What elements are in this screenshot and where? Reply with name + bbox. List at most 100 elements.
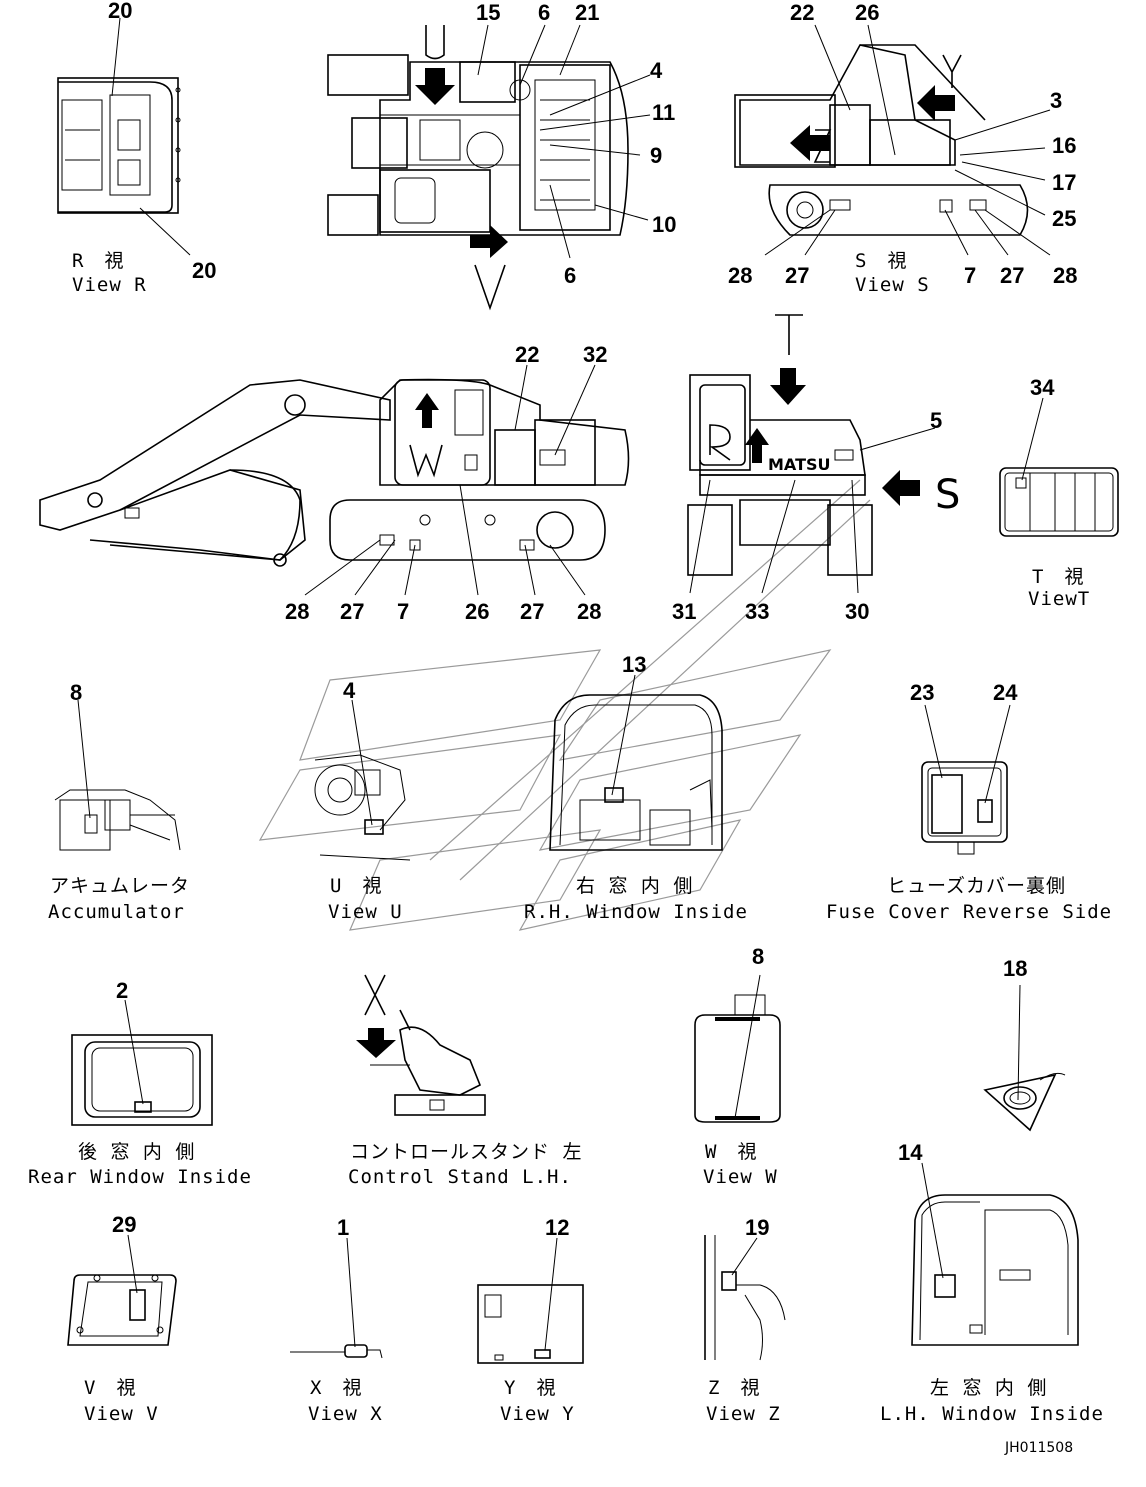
view-s-drawing: 22 26 3 16 17 25 28 27 7 27 28 S 視 View … <box>728 0 1077 296</box>
rear-view-drawing: MATSU S 5 31 33 30 <box>672 314 960 624</box>
callout-2: 2 <box>116 978 128 1003</box>
callout-28-side-right: 28 <box>577 599 601 624</box>
rh-window-drawing: 13 右 窓 内 側 R.H. Window Inside <box>524 652 748 923</box>
view-r-caption-en: View R <box>72 274 147 296</box>
view-r-drawing: 20 20 R 視 View R <box>57 0 216 296</box>
view-w-drawing: 8 W 視 View W <box>694 944 781 1188</box>
callout-14: 14 <box>898 1140 923 1165</box>
rear-window-caption-jp: 後 窓 内 側 <box>78 1141 195 1163</box>
callout-22-top: 22 <box>790 0 814 25</box>
rear-window-drawing: 2 後 窓 内 側 Rear Window Inside <box>28 978 252 1188</box>
control-stand-drawing: コントロールスタンド 左 Control Stand L.H. <box>348 974 582 1188</box>
view-u-caption-en: View U <box>328 901 403 923</box>
callout-28-side-left: 28 <box>285 599 309 624</box>
callout-15: 15 <box>476 0 500 25</box>
callout-7-side: 7 <box>397 599 409 624</box>
callout-8-accumulator: 8 <box>70 680 82 705</box>
top-view-drawing: 15 6 21 4 11 9 10 6 <box>327 0 676 311</box>
view-z-caption-jp: Z 視 <box>708 1377 760 1399</box>
callout-27-s-left: 27 <box>785 263 809 288</box>
lh-window-drawing: 14 左 窓 内 側 L.H. Window Inside <box>880 1140 1104 1425</box>
view-u-caption-jp: U 視 <box>330 875 382 897</box>
callout-11: 11 <box>652 100 675 125</box>
callout-34: 34 <box>1030 375 1055 400</box>
fuse-cover-drawing: 23 24 ヒューズカバー裏側 Fuse Cover Reverse Side <box>826 680 1111 923</box>
callout-26-side: 26 <box>465 599 489 624</box>
callout-20-bottom: 20 <box>192 258 216 283</box>
callout-16: 16 <box>1052 133 1076 158</box>
callout-20-top: 20 <box>108 0 132 23</box>
control-stand-caption-en: Control Stand L.H. <box>348 1166 572 1188</box>
callout-26-top: 26 <box>855 0 879 25</box>
item-18-drawing: 18 <box>983 956 1066 1132</box>
callout-22-side: 22 <box>515 342 539 367</box>
view-t-drawing: 34 T 視 ViewT <box>999 375 1119 610</box>
control-stand-caption-jp: コントロールスタンド 左 <box>350 1141 582 1163</box>
accumulator-caption-en: Accumulator <box>48 901 185 923</box>
callout-25: 25 <box>1052 206 1076 231</box>
callout-8-view-w: 8 <box>752 944 764 969</box>
callout-4-view-u: 4 <box>343 678 356 703</box>
callout-21: 21 <box>575 0 599 25</box>
drawing-id: JH011508 <box>1004 1440 1073 1456</box>
callout-32: 32 <box>583 342 607 367</box>
view-u-drawing: 4 U 視 View U <box>314 678 411 923</box>
view-x-drawing: 1 X 視 View X <box>290 1215 383 1425</box>
watermark-logo <box>258 479 871 931</box>
side-view-drawing: 22 32 28 27 7 26 27 28 <box>39 342 630 624</box>
lh-window-caption-en: L.H. Window Inside <box>880 1403 1104 1425</box>
callout-31: 31 <box>672 599 696 624</box>
view-w-caption-jp: W 視 <box>705 1141 757 1163</box>
view-v-caption-jp: V 視 <box>84 1377 136 1399</box>
view-v-caption-en: View V <box>84 1403 159 1425</box>
callout-28-s-right: 28 <box>1053 263 1077 288</box>
callout-7-s: 7 <box>964 263 976 288</box>
callout-10: 10 <box>652 212 676 237</box>
callout-3: 3 <box>1050 88 1062 113</box>
callout-29: 29 <box>112 1212 136 1237</box>
callout-6-bottom: 6 <box>564 263 576 288</box>
accumulator-drawing: 8 アキュムレータ Accumulator <box>48 680 190 923</box>
callout-28-s-left: 28 <box>728 263 752 288</box>
callout-27-side-right: 27 <box>520 599 544 624</box>
callout-23: 23 <box>910 680 934 705</box>
view-s-caption-jp: S 視 <box>855 250 907 272</box>
callout-13: 13 <box>622 652 646 677</box>
callout-6-top: 6 <box>538 0 550 25</box>
view-v-drawing: 29 V 視 View V <box>67 1212 177 1425</box>
callout-17: 17 <box>1052 170 1076 195</box>
lh-window-caption-jp: 左 窓 内 側 <box>930 1377 1047 1399</box>
view-w-caption-en: View W <box>703 1166 778 1188</box>
view-t-caption-en: ViewT <box>1028 588 1090 610</box>
view-r-caption-jp: R 視 <box>72 250 124 272</box>
accumulator-caption-jp: アキュムレータ <box>50 875 190 897</box>
callout-19: 19 <box>745 1215 769 1240</box>
callout-18: 18 <box>1003 956 1027 981</box>
rear-logo-text: MATSU <box>768 455 831 474</box>
view-t-caption-jp: T 視 <box>1032 566 1084 588</box>
arrow-label-s: S <box>935 472 960 518</box>
callout-33: 33 <box>745 599 769 624</box>
callout-30: 30 <box>845 599 869 624</box>
view-z-drawing: 19 Z 視 View Z <box>704 1215 786 1425</box>
callout-9: 9 <box>650 143 662 168</box>
callout-24: 24 <box>993 680 1018 705</box>
callout-27-side-left: 27 <box>340 599 364 624</box>
callout-5: 5 <box>930 408 942 433</box>
callout-4-top: 4 <box>650 58 663 83</box>
rh-window-caption-jp: 右 窓 内 側 <box>576 875 693 897</box>
fuse-cover-caption-jp: ヒューズカバー裏側 <box>887 875 1066 897</box>
rh-window-caption-en: R.H. Window Inside <box>524 901 748 923</box>
callout-27-s-right: 27 <box>1000 263 1024 288</box>
view-y-caption-en: View Y <box>500 1403 575 1425</box>
callout-1: 1 <box>337 1215 349 1240</box>
view-y-drawing: 12 Y 視 View Y <box>477 1215 584 1425</box>
view-x-caption-en: View X <box>308 1403 383 1425</box>
view-y-caption-jp: Y 視 <box>504 1377 556 1399</box>
view-x-caption-jp: X 視 <box>310 1377 362 1399</box>
view-s-caption-en: View S <box>855 274 930 296</box>
rear-window-caption-en: Rear Window Inside <box>28 1166 252 1188</box>
callout-12: 12 <box>545 1215 569 1240</box>
view-z-caption-en: View Z <box>706 1403 781 1425</box>
